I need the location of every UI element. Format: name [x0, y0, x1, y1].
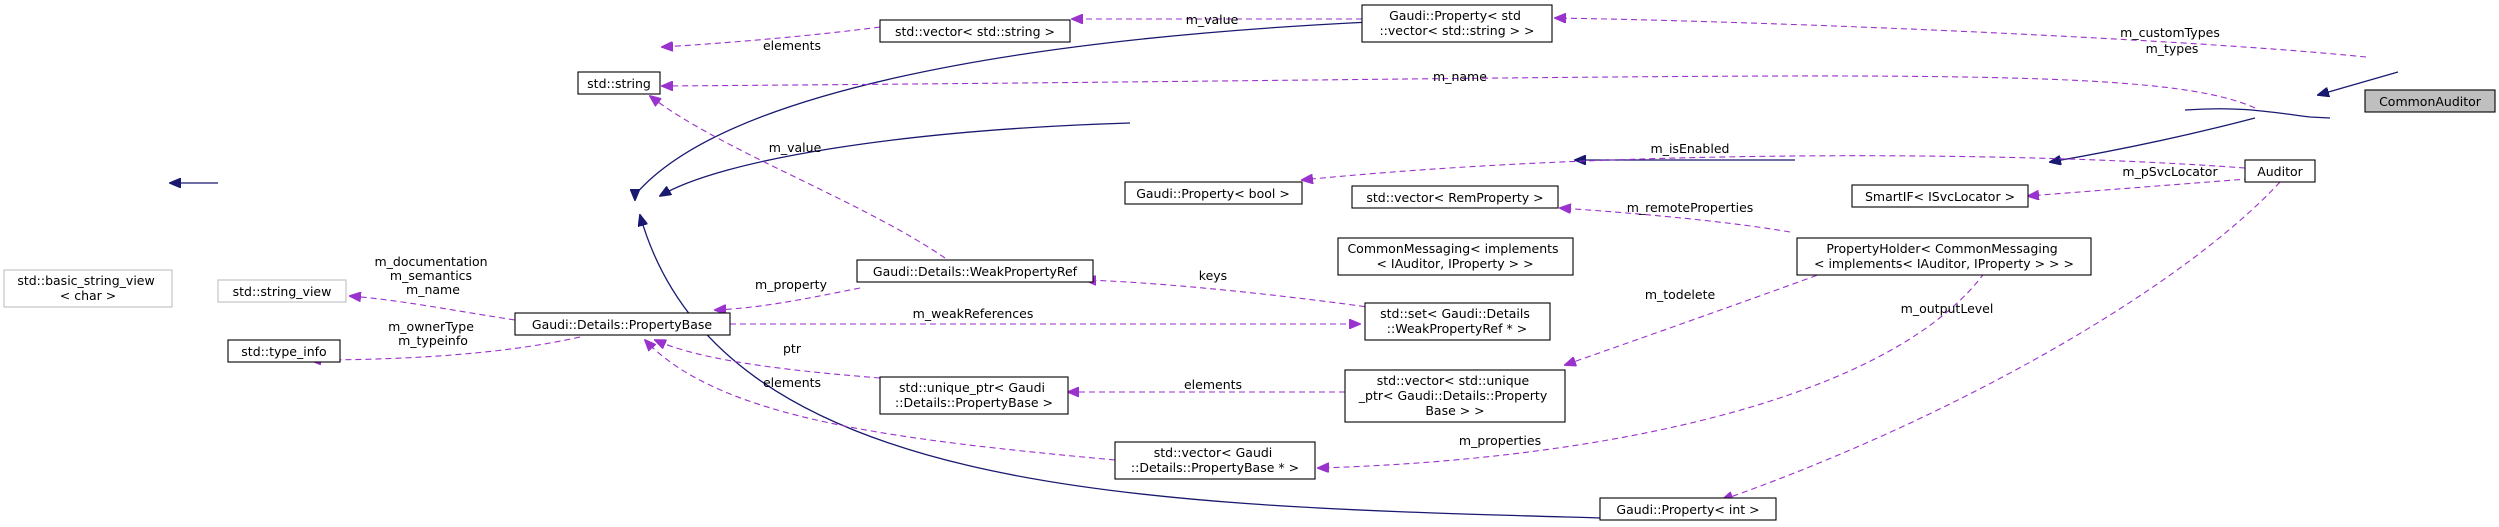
node-vector-propertybase-ptr[interactable]: std::vector< Gaudi ::Details::PropertyBa…: [1114, 441, 1316, 480]
node-vector-unique-ptr[interactable]: std::vector< std::unique _ptr< Gaudi::De…: [1344, 369, 1566, 423]
node-std-string[interactable]: std::string: [577, 71, 661, 95]
label-m-properties: m_properties: [1459, 433, 1541, 448]
node-auditor[interactable]: Auditor: [2244, 159, 2316, 183]
label-elements-low: elements: [763, 375, 821, 390]
svg-text:std::vector< RemProperty >: std::vector< RemProperty >: [1366, 190, 1543, 205]
label-keys: keys: [1199, 268, 1227, 283]
edge-m-outputlevel: [1722, 181, 2281, 500]
svg-text:std::basic_string_view: std::basic_string_view < char >: [17, 273, 158, 303]
svg-text:std::set< Gaudi::Details: std::set< Gaudi::Details ::WeakPropertyR…: [1380, 306, 1534, 336]
node-unique-ptr-propertybase[interactable]: std::unique_ptr< Gaudi ::Details::Proper…: [879, 376, 1069, 415]
label-m-ownertype: m_ownerType m_typeinfo: [388, 319, 478, 348]
node-property-int[interactable]: Gaudi::Property< int >: [1599, 497, 1777, 521]
label-m-remoteproperties: m_remoteProperties: [1627, 200, 1754, 215]
svg-text:Gaudi::Property< std :: Gaudi::Property< std ::vector< std::stri…: [1379, 8, 1534, 38]
svg-text:Auditor: Auditor: [2257, 164, 2303, 179]
edge-ptr: [655, 340, 881, 379]
svg-text:std::unique_ptr< Gaudi: std::unique_ptr< Gaudi ::Details::Proper…: [895, 380, 1053, 410]
node-vector-remproperty[interactable]: std::vector< RemProperty >: [1351, 185, 1559, 209]
svg-text:std::type_info: std::type_info: [241, 344, 326, 359]
node-basic-string-view[interactable]: std::basic_string_view < char >: [3, 269, 173, 308]
label-m-todelete: m_todelete: [1645, 287, 1716, 302]
svg-text:Gaudi::Property< bool >: Gaudi::Property< bool >: [1136, 186, 1290, 201]
edge-m-ownertype: [310, 336, 581, 360]
label-elements-mid: elements: [1184, 377, 1242, 392]
svg-text:std::string: std::string: [587, 76, 651, 91]
svg-text:SmartIF< ISvcLocator >: SmartIF< ISvcLocator >: [1865, 189, 2015, 204]
node-property-vector-string[interactable]: Gaudi::Property< std ::vector< std::stri…: [1361, 4, 1553, 43]
node-commonauditor[interactable]: CommonAuditor: [2364, 89, 2496, 113]
node-vector-string[interactable]: std::vector< std::string >: [879, 19, 1071, 43]
edge-m-value-mid: [650, 96, 946, 259]
node-commonmessaging[interactable]: CommonMessaging< implements < IAuditor, …: [1337, 237, 1574, 276]
edge-m-documentation: [350, 296, 516, 321]
node-property-bool[interactable]: Gaudi::Property< bool >: [1124, 181, 1303, 205]
edge-m-isenabled: [1302, 155, 2246, 180]
edge-propbool-to-propertybase: [660, 122, 1131, 196]
label-m-outputlevel: m_outputLevel: [1901, 301, 1994, 316]
edge-m-todelete: [1565, 264, 1846, 365]
edge-keys: [1085, 280, 1376, 309]
label-ptr: ptr: [783, 341, 802, 356]
edge-m-properties: [1318, 264, 1991, 468]
label-m-value-top: m_value: [1186, 12, 1239, 27]
label-m-value-mid: m_value: [769, 140, 822, 155]
edge-holder-inherits-auditor: [2050, 117, 2256, 162]
svg-text:Gaudi::Details::WeakPropertyRe: Gaudi::Details::WeakPropertyRef: [873, 264, 1078, 279]
edge-propertyholder-to-auditor: [2184, 108, 2331, 119]
label-m-psvclocator: m_pSvcLocator: [2122, 164, 2218, 179]
edge-propvec-to-propertybase: [635, 21, 1371, 200]
node-propertyholder[interactable]: PropertyHolder< CommonMessaging < implem…: [1796, 237, 2092, 276]
node-string-view[interactable]: std::string_view: [217, 279, 347, 303]
node-weakpropertyref[interactable]: Gaudi::Details::WeakPropertyRef: [856, 259, 1094, 283]
svg-text:Gaudi::Property< int >: Gaudi::Property< int >: [1616, 502, 1759, 517]
node-type-info[interactable]: std::type_info: [227, 339, 341, 363]
node-set-weakpropertyref[interactable]: std::set< Gaudi::Details ::WeakPropertyR…: [1364, 302, 1551, 341]
svg-text:PropertyHolder< CommonMessagin: PropertyHolder< CommonMessaging < implem…: [1814, 241, 2074, 271]
edge-m-customtypes: [1555, 18, 2367, 58]
edge-elements-top: [662, 26, 881, 47]
svg-text:CommonAuditor: CommonAuditor: [2379, 94, 2482, 109]
label-m-name: m_name: [1433, 69, 1487, 84]
svg-text:std::vector< Gaudi ::D: std::vector< Gaudi ::Details::PropertyBa…: [1131, 445, 1299, 475]
label-elements-top: elements: [763, 38, 821, 53]
svg-text:Gaudi::Details::PropertyBase: Gaudi::Details::PropertyBase: [532, 317, 712, 332]
edge-elements-low: [645, 340, 1116, 461]
label-m-property: m_property: [755, 277, 828, 292]
node-propertybase[interactable]: Gaudi::Details::PropertyBase: [514, 312, 731, 336]
node-smartif-isvclocator[interactable]: SmartIF< ISvcLocator >: [1851, 184, 2029, 208]
svg-text:std::vector< std::unique: std::vector< std::unique _ptr< Gaudi::De…: [1358, 373, 1551, 418]
svg-text:CommonMessaging< implements: CommonMessaging< implements < IAuditor, …: [1347, 241, 1562, 271]
edge-m-property: [715, 287, 861, 310]
edge-m-psvclocator: [2028, 177, 2261, 196]
label-m-weakreferences: m_weakReferences: [913, 306, 1034, 321]
edge-m-name: [662, 75, 2256, 109]
svg-text:std::vector< std::string >: std::vector< std::string >: [895, 24, 1055, 39]
label-m-isenabled: m_isEnabled: [1651, 141, 1730, 156]
label-m-customtypes: m_customTypes m_types: [2120, 25, 2224, 56]
edge-auditor-to-commonauditor: [2318, 71, 2399, 95]
svg-text:std::string_view: std::string_view: [233, 284, 332, 299]
label-m-documentation: m_documentation m_semantics m_name: [374, 254, 491, 297]
